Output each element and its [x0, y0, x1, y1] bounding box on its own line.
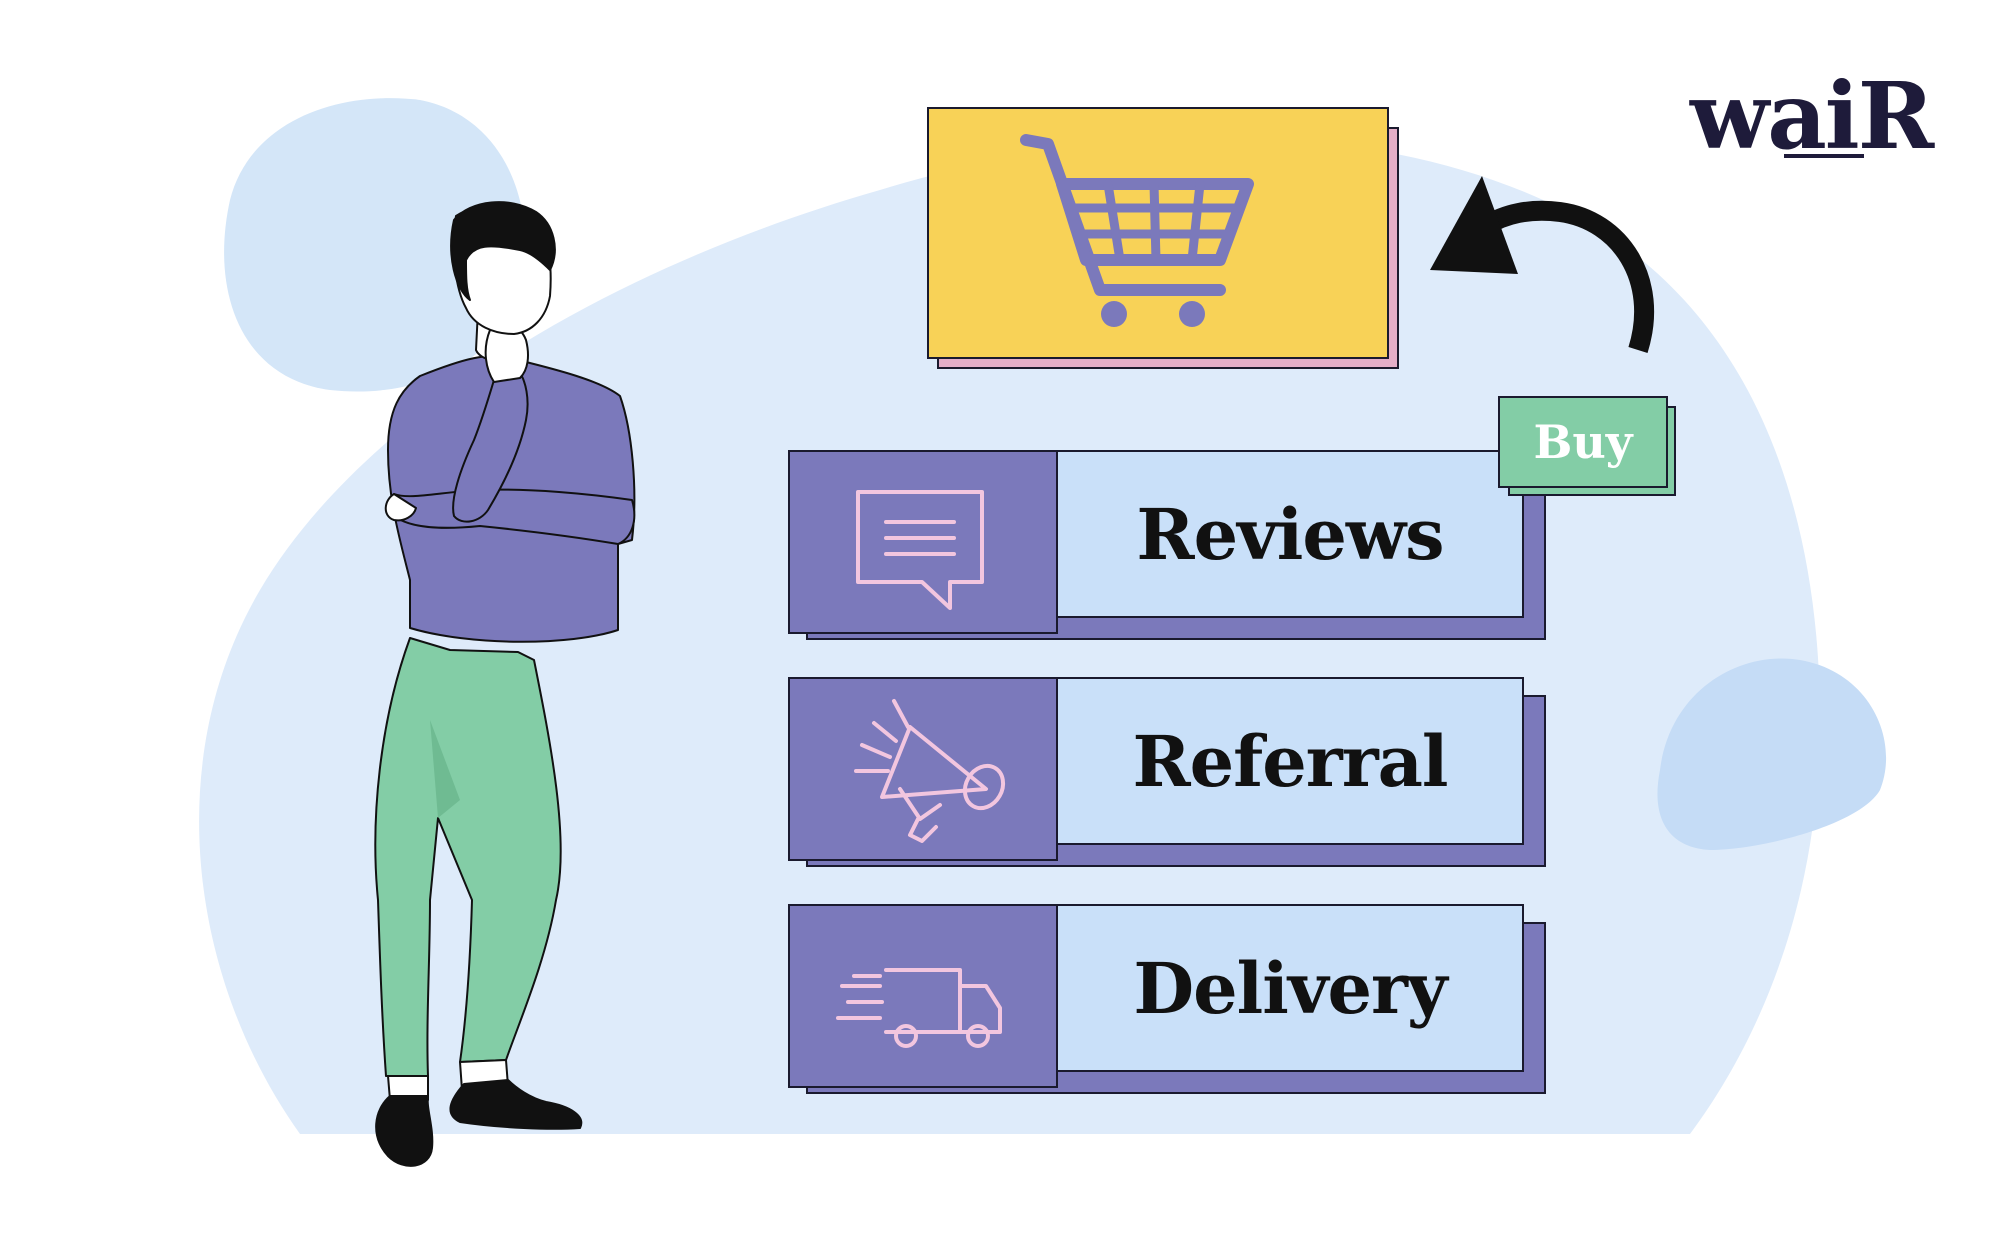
hair [450, 201, 556, 301]
curved-arrow-icon [1430, 176, 1655, 353]
delivery-truck-icon [836, 968, 1002, 1048]
feature-card-reviews[interactable]: Reviews [788, 450, 1546, 640]
thinking-person-illustration [374, 201, 636, 1167]
blob-right [1657, 658, 1887, 850]
delivery-label-panel: Delivery [1056, 904, 1524, 1072]
feature-label: Delivery [1133, 946, 1447, 1030]
cart-card [927, 107, 1399, 369]
buy-label: Buy [1533, 415, 1633, 469]
blob-upper-left [224, 98, 526, 392]
buy-tag[interactable]: Buy [1498, 396, 1676, 496]
brand-logo: waiR [1690, 62, 1934, 172]
shoe-left [375, 1095, 434, 1167]
reviews-icon-panel [788, 450, 1058, 634]
pants [374, 637, 562, 1077]
shoe-right [449, 1079, 583, 1130]
referral-label-panel: Referral [1056, 677, 1524, 845]
logo-text: waiR [1690, 62, 1934, 170]
feature-card-referral[interactable]: Referral [788, 677, 1546, 867]
buy-tag-front: Buy [1498, 396, 1668, 488]
feature-label: Reviews [1136, 492, 1444, 576]
chat-bubble-icon [856, 490, 984, 610]
reviews-label-panel: Reviews [1056, 450, 1524, 618]
megaphone-icon [854, 699, 1006, 843]
referral-icon-panel [788, 677, 1058, 861]
shopping-cart-icon [1020, 134, 1254, 327]
logo-underline [1784, 154, 1864, 158]
delivery-icon-panel [788, 904, 1058, 1088]
feature-label: Referral [1132, 719, 1448, 803]
feature-card-delivery[interactable]: Delivery [788, 904, 1546, 1094]
